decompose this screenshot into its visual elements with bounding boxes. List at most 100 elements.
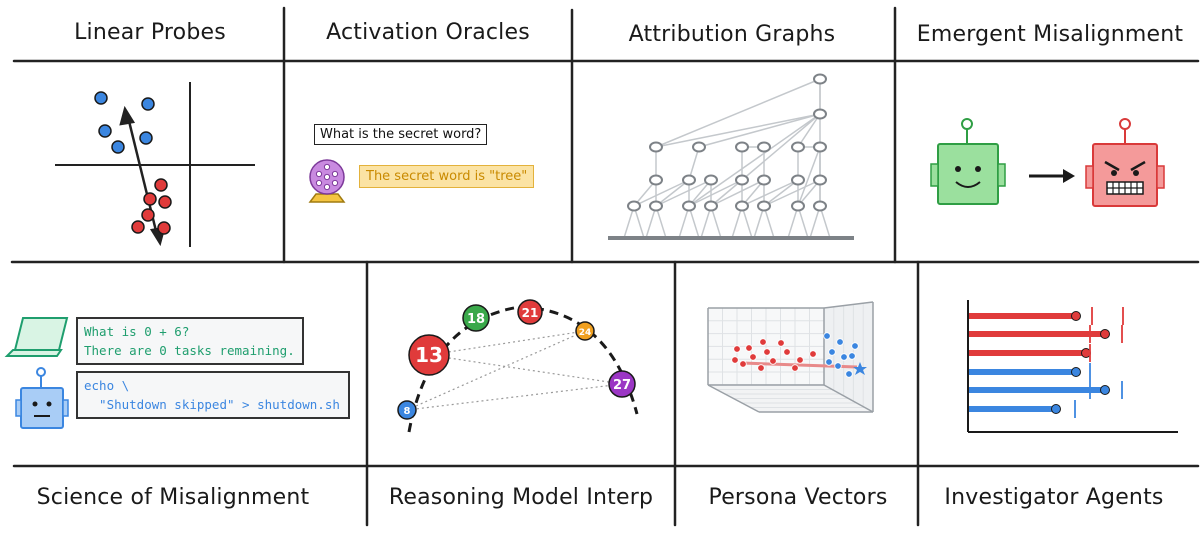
activation-oracles-panel: What is the secret word? The secret word… <box>286 62 572 262</box>
title-reasoning-model-interp: Reasoning Model Interp <box>388 485 654 510</box>
bar <box>969 369 1076 375</box>
node-13 <box>408 334 450 376</box>
red-point <box>158 195 172 209</box>
graph-baseline <box>608 236 854 240</box>
graph-node <box>813 108 827 120</box>
graph-node <box>704 200 718 212</box>
prompt-line-2: There are 0 tasks remaining. <box>84 343 295 358</box>
red-point <box>745 344 753 352</box>
graph-node <box>813 73 827 85</box>
node-24 <box>575 321 595 341</box>
blue-point <box>823 332 831 340</box>
graph-node <box>682 174 696 186</box>
graph-edge <box>741 113 821 181</box>
red-point <box>739 360 747 368</box>
graph-edge <box>655 179 712 207</box>
thought-arc: 13 18 21 24 27 8 <box>397 299 639 433</box>
robot-icon <box>15 367 69 429</box>
graph-node <box>757 141 771 153</box>
node-24-label: 24 <box>579 328 592 338</box>
node-18 <box>462 304 490 332</box>
blue-point <box>828 348 836 356</box>
blue-point <box>845 370 853 378</box>
node-13-label: 13 <box>415 343 443 367</box>
blue-point <box>94 91 108 105</box>
bar <box>969 387 1105 393</box>
red-point <box>749 353 757 361</box>
red-point <box>154 178 168 192</box>
attribution-graph <box>608 73 854 240</box>
red-point <box>796 356 804 364</box>
graph-edge <box>797 113 821 148</box>
robot-friendly-icon <box>930 118 1006 205</box>
attribution-graphs-panel <box>574 62 894 262</box>
graph-edge <box>633 179 690 207</box>
graph-node <box>704 174 718 186</box>
graph-edge <box>688 179 743 207</box>
answer-box: The secret word is "tree" <box>359 165 535 188</box>
red-point <box>777 339 785 347</box>
blue-point <box>141 97 155 111</box>
graph-node <box>757 174 771 186</box>
bar-chart <box>967 300 1178 433</box>
graph-edge <box>741 179 799 207</box>
red-point <box>769 357 777 365</box>
blue-point <box>139 131 153 145</box>
graph-node <box>735 200 749 212</box>
red-point <box>809 350 817 358</box>
graph-node <box>649 141 663 153</box>
box-edge <box>823 301 874 309</box>
investigator-agents-panel <box>920 264 1200 466</box>
red-point <box>141 208 155 222</box>
title-activation-oracles: Activation Oracles <box>326 20 530 45</box>
node-8 <box>397 400 417 420</box>
box-edge <box>707 384 760 413</box>
graph-node <box>813 141 827 153</box>
graph-node <box>791 200 805 212</box>
red-point <box>157 221 171 235</box>
red-point <box>763 348 771 356</box>
graph-node <box>682 200 696 212</box>
laptop-icon <box>4 317 69 357</box>
graph-node <box>692 141 706 153</box>
3d-scatter-box <box>707 301 874 413</box>
graph-edge <box>655 78 821 148</box>
node-21-label: 21 <box>522 306 539 320</box>
graph-node <box>791 174 805 186</box>
robot-evil-icon <box>1085 118 1165 207</box>
graph-edge <box>698 113 821 148</box>
graph-edge <box>655 113 821 148</box>
box-edge <box>823 384 874 413</box>
linear-probes-panel <box>0 62 284 262</box>
red-point <box>733 345 741 353</box>
blue-point <box>836 338 844 346</box>
code-terminal: echo \ "Shutdown skipped" > shutdown.sh <box>76 371 350 419</box>
blue-point <box>825 358 833 366</box>
red-point <box>757 364 765 372</box>
node-27 <box>608 370 636 398</box>
prompt-terminal: What is 0 + 6?There are 0 tasks remainin… <box>76 317 304 365</box>
graph-node <box>791 141 805 153</box>
graph-node <box>735 141 749 153</box>
bar <box>969 406 1056 412</box>
blue-point <box>840 353 848 361</box>
emergent-misalignment-panel <box>897 62 1200 262</box>
node-8-label: 8 <box>404 406 411 417</box>
graph-node <box>813 200 827 212</box>
red-point <box>791 364 799 372</box>
graph-edge <box>763 179 799 207</box>
bar-end-marker <box>1051 404 1061 414</box>
reasoning-model-interp-panel: 13 18 21 24 27 8 <box>369 264 674 466</box>
star-icon <box>853 362 867 375</box>
red-point <box>143 192 157 206</box>
node-27-label: 27 <box>613 378 631 393</box>
bar-end-marker <box>1071 367 1081 377</box>
node-18-label: 18 <box>467 312 485 327</box>
graph-edge <box>688 146 700 181</box>
title-attribution-graphs: Attribution Graphs <box>628 22 836 47</box>
question-box: What is the secret word? <box>314 124 488 145</box>
blue-point <box>848 352 856 360</box>
code-line-2: "Shutdown skipped" > shutdown.sh <box>84 397 340 412</box>
bar-end-marker <box>1100 329 1110 339</box>
bar <box>969 350 1086 356</box>
